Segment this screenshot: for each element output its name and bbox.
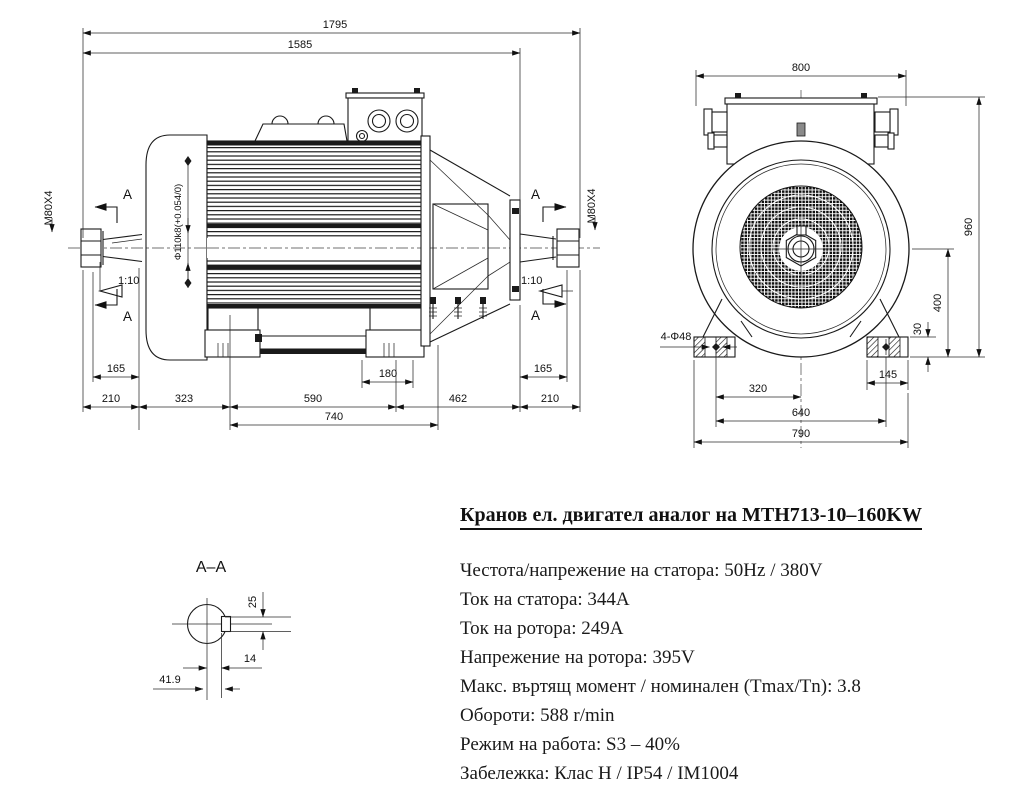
dim-label-180: 180 [379,368,397,380]
hole-center-mark [712,343,720,351]
holes-label: 4-Φ48 [661,331,692,343]
shaft-left [80,228,143,268]
hole-center-mark [882,343,890,351]
keyway-mark [796,225,807,236]
drive-end-bracket [420,135,521,347]
dim-label-740: 740 [325,411,343,423]
dim-label-165-left: 165 [107,363,125,375]
dim-label-462: 462 [449,393,467,405]
thread-label-right: M80X4 [586,189,598,224]
dim-label-165-right: 165 [534,363,552,375]
spec-block: Кранов ел. двигател аналог на MTH713-10–… [460,504,940,788]
taper-symbol-left: 1:10 [97,262,139,298]
side-bottom-dimensions: 165 180 165 210 323 590 462 210 740 [82,268,581,430]
section-letter-label: A [123,309,132,324]
section-aa-drawing: A–A 25 14 41.9 [153,559,291,700]
dim-label-30: 30 [912,323,924,335]
spec-line-speed: Обороти: 588 r/min [460,705,615,726]
dim-label-640: 640 [792,407,810,419]
mounting-foot-right [849,298,909,358]
dim-label-210-right: 210 [541,393,559,405]
dim-label-41-9: 41.9 [159,674,180,686]
spec-line-frequency-voltage: Честота/напрежение на статора: 50Hz / 38… [460,560,823,581]
section-letter-label: A [531,187,540,202]
motor-body-fins [206,140,423,309]
front-dimensions: 800 960 400 30 145 320 640 [660,62,985,448]
dim-label-960: 960 [963,218,975,236]
section-title: A–A [196,559,227,576]
spec-line-note: Забележка: Клас H / IP54 / IM1004 [460,763,739,784]
shaft-diameter-label: Φ110k8(+0.054/0) [173,184,184,260]
section-letter-label: A [123,187,132,202]
spec-line-rotor-current: Ток на ротора: 249A [460,618,624,639]
spec-line-max-torque: Макс. въртящ момент / номинален (Tmax/Tn… [460,676,861,697]
section-dimensions: 25 14 41.9 [153,592,291,698]
spec-line-duty: Режим на работа: S3 – 40% [460,734,680,755]
section-keyway [220,615,232,633]
taper-label: 1:10 [521,275,542,287]
dim-label-590: 590 [304,393,322,405]
side-top-dimensions: 1795 1585 [82,19,581,238]
dim-label-210-left: 210 [102,393,120,405]
taper-label: 1:10 [118,275,139,287]
spec-lines: Честота/напрежение на статора: 50Hz / 38… [460,556,940,788]
section-cut-marks: A A A A [94,187,567,324]
end-shield-ring [711,159,891,339]
shaft-nut [556,228,580,268]
eyebolt [355,129,369,143]
spec-line-rotor-voltage: Напрежение на ротора: 395V [460,647,695,668]
side-view-drawing: A A A A 1:10 1:10 M80X4 M80X4 [43,19,600,430]
vent-stub [796,122,806,137]
dim-label-14: 14 [244,653,256,665]
spec-title: Кранов ел. двигател аналог на MTH713-10–… [460,504,922,530]
terminal-box-side [345,88,425,143]
cable-glands-left [703,108,728,150]
dim-label-145: 145 [879,369,897,381]
fan-cover [145,134,208,361]
lifting-lugs [254,115,348,142]
dim-label-1585: 1585 [288,39,312,51]
section-letter-label: A [531,308,540,323]
cable-gland [367,109,391,133]
shaft-nut [80,228,102,268]
dim-label-1795: 1795 [323,19,347,31]
taper-symbol-right: 1:10 [521,275,573,298]
dim-label-25: 25 [247,596,259,608]
cable-gland [395,109,419,133]
shaft-hub [772,221,830,277]
dim-label-400: 400 [932,294,944,312]
mounting-feet-side [204,308,425,358]
dim-label-800: 800 [792,62,810,74]
dim-label-323: 323 [175,393,193,405]
shaft-diameter-dim: Φ110k8(+0.054/0) [173,156,192,288]
shaft-right [519,228,580,268]
front-view-drawing: 800 960 400 30 145 320 640 [660,62,985,448]
dim-label-790: 790 [792,428,810,440]
thread-label-left: M80X4 [43,191,55,226]
spec-line-stator-current: Ток на статора: 344A [460,589,630,610]
drain-studs [429,297,487,319]
cable-glands-right [874,108,899,150]
dim-label-320: 320 [749,383,767,395]
